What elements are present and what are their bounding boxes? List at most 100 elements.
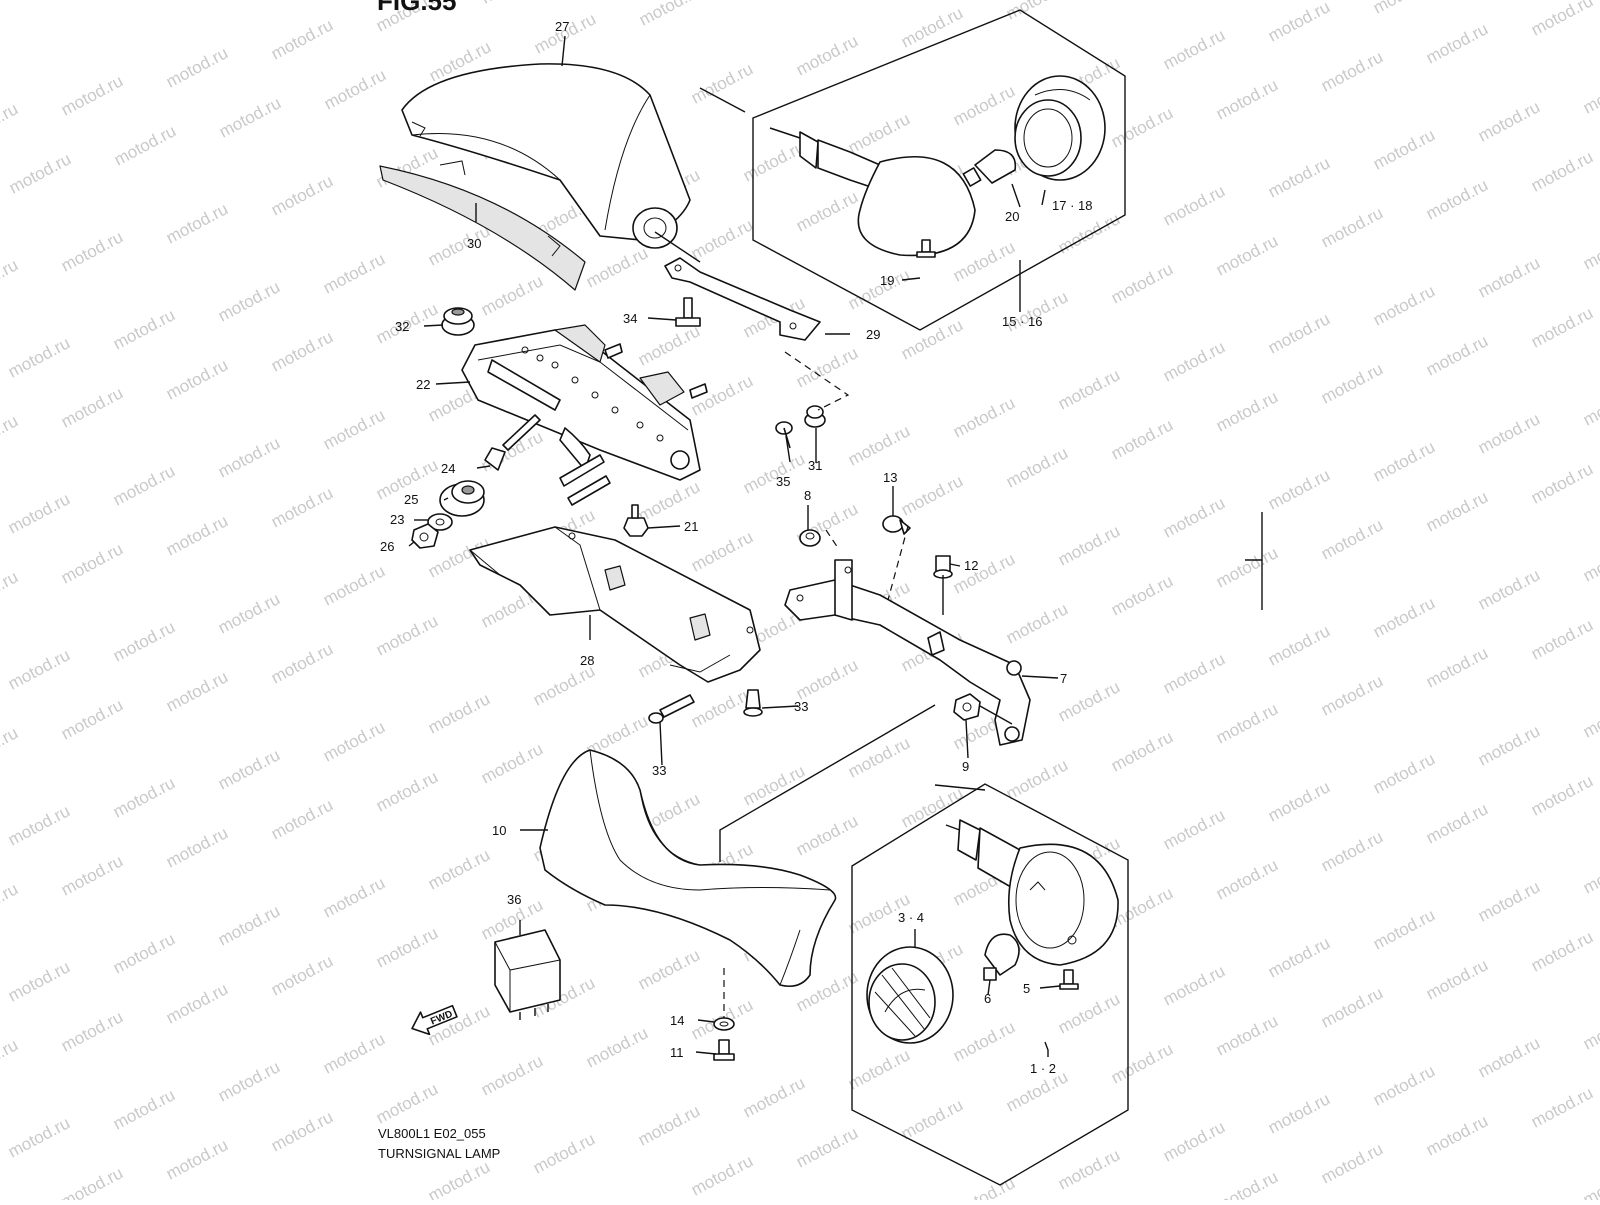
callout-3-4: 3 · 4 (898, 910, 924, 925)
watermark-text: motod.ru (1423, 955, 1491, 1003)
callout-15-16: 15 · 16 (1002, 314, 1042, 329)
watermark-text: motod.ru (1003, 599, 1071, 647)
watermark-text: motod.ru (530, 1129, 598, 1177)
watermark-text: motod.ru (741, 0, 809, 2)
watermark-text: motod.ru (793, 811, 861, 859)
watermark-text: motod.ru (1318, 515, 1386, 563)
watermark-text: motod.ru (898, 3, 966, 51)
callout-13: 13 (883, 470, 897, 485)
watermark-text: motod.ru (1213, 1011, 1281, 1059)
watermark-text: motod.ru (110, 1085, 178, 1133)
watermark-text: motod.ru (478, 1051, 546, 1099)
watermark-text: motod.ru (1475, 565, 1543, 613)
watermark-text: motod.ru (163, 355, 231, 403)
watermark-text: motod.ru (1580, 849, 1600, 897)
watermark-text: motod.ru (688, 1151, 756, 1199)
watermark-text: motod.ru (163, 823, 231, 871)
callout-1-2: 1 · 2 (1030, 1061, 1056, 1076)
watermark-text: motod.ru (1370, 125, 1438, 173)
watermark-text: motod.ru (268, 639, 336, 687)
watermark-text: motod.ru (0, 255, 21, 303)
watermark-text: motod.ru (320, 561, 388, 609)
watermark-text: motod.ru (1265, 0, 1333, 46)
watermark-text: motod.ru (636, 0, 704, 30)
watermark-text: motod.ru (1580, 381, 1600, 429)
part-34-bolt (675, 297, 701, 327)
watermark-text: motod.ru (950, 549, 1018, 597)
watermark-text: motod.ru (793, 655, 861, 703)
watermark-text: motod.ru (268, 795, 336, 843)
watermark-text: motod.ru (1108, 415, 1176, 463)
watermark-text: motod.ru (0, 411, 21, 459)
watermark-text: motod.ru (1370, 281, 1438, 329)
callout-36: 36 (507, 892, 521, 907)
watermark-text: motod.ru (58, 71, 126, 119)
part-23-washer (427, 513, 453, 531)
watermark-text: motod.ru (425, 1157, 493, 1200)
watermark-text: motod.ru (583, 1023, 651, 1071)
watermark-text: motod.ru (373, 767, 441, 815)
watermark-text: motod.ru (635, 1101, 703, 1149)
watermark-text: motod.ru (1318, 1139, 1386, 1187)
watermark-text: motod.ru (478, 0, 546, 8)
watermark-text: motod.ru (1318, 203, 1386, 251)
watermark-text: motod.ru (793, 187, 861, 235)
callout-30: 30 (467, 236, 481, 251)
studs (559, 454, 611, 506)
part-5-screw (1059, 969, 1079, 990)
part-33-rivet-right (743, 689, 763, 717)
watermark-text: motod.ru (950, 81, 1018, 129)
callout-28: 28 (580, 653, 594, 668)
callout-6: 6 (984, 991, 991, 1006)
watermark-text: motod.ru (1213, 855, 1281, 903)
watermark-text: motod.ru (478, 271, 546, 319)
watermark-text: motod.ru (845, 421, 913, 469)
watermark-text: motod.ru (1370, 437, 1438, 485)
watermark-text: motod.ru (0, 99, 21, 147)
callout-20: 20 (1005, 209, 1019, 224)
callout-17-18: 17 · 18 (1052, 198, 1092, 213)
watermark-text: motod.ru (1528, 927, 1596, 975)
watermark-text: motod.ru (1265, 1089, 1333, 1137)
part-17-18-lens (1014, 75, 1106, 181)
callout-9: 9 (962, 759, 969, 774)
watermark-text: motod.ru (1003, 755, 1071, 803)
edge-marks (1245, 512, 1263, 610)
part-19-screw (916, 239, 936, 258)
part-36-relay (494, 920, 561, 1020)
watermark-text: motod.ru (321, 65, 389, 113)
watermark-text: motod.ru (163, 511, 231, 559)
watermark-text: motod.ru (215, 901, 283, 949)
part-22-plate-bracket (461, 324, 708, 481)
leader-lines (408, 35, 1061, 1057)
rear-turnsignal-box (699, 9, 1126, 331)
watermark-text: motod.ru (1055, 989, 1123, 1037)
watermark-text: motod.ru (1213, 75, 1281, 123)
watermark-text: motod.ru (1108, 571, 1176, 619)
watermark-text: motod.ru (740, 1073, 808, 1121)
watermark-text: motod.ru (425, 221, 493, 269)
watermark-text: motod.ru (1160, 1117, 1228, 1165)
callout-5: 5 (1023, 981, 1030, 996)
watermark-text: motod.ru (1318, 359, 1386, 407)
watermark-text: motod.ru (1475, 877, 1543, 925)
watermark-text: motod.ru (740, 137, 808, 185)
watermark-text: motod.ru (950, 1017, 1018, 1065)
watermark-text: motod.ru (1160, 337, 1228, 385)
watermark-text: motod.ru (1475, 1033, 1543, 1081)
watermark-text: motod.ru (110, 305, 178, 353)
part-32-grommet (441, 307, 475, 336)
watermark-text: motod.ru (478, 739, 546, 787)
watermark-text: motod.ru (1370, 0, 1438, 18)
watermark-text: motod.ru (5, 957, 73, 1005)
callout-14: 14 (670, 1013, 684, 1028)
watermark-text: motod.ru (110, 461, 178, 509)
watermark-text: motod.ru (0, 1035, 21, 1083)
watermark-text: motod.ru (268, 951, 336, 999)
watermark-text: motod.ru (1160, 181, 1228, 229)
part-25-rubber-mount (439, 480, 485, 517)
figure-number: FIG.55 (377, 0, 456, 16)
part-3-4-lens (866, 946, 954, 1044)
figure-code: VL800L1 E02_055 (378, 1126, 486, 1141)
figure-title: TURNSIGNAL LAMP (378, 1146, 500, 1161)
